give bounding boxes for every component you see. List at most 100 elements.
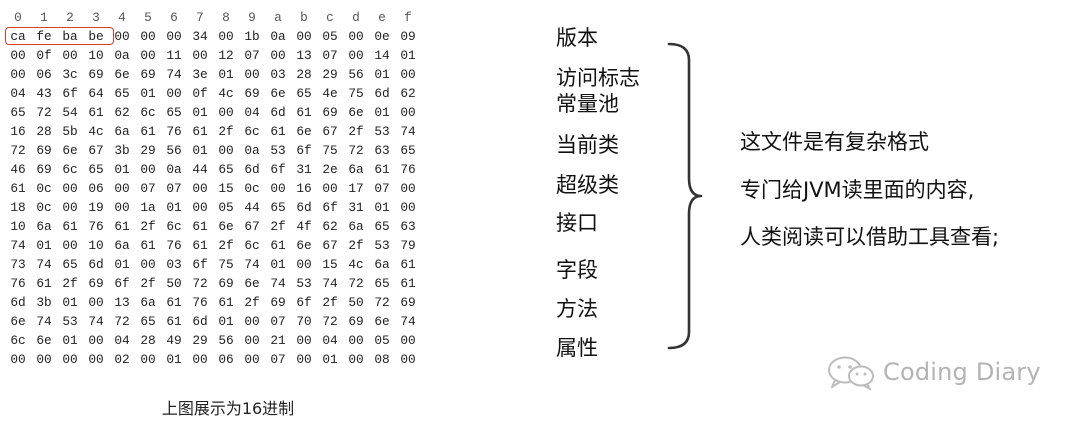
hex-byte: 69 [270, 295, 286, 310]
hex-byte: 74 [36, 314, 52, 329]
section-label-interfaces: 接口 [556, 211, 598, 235]
hex-byte: 74 [322, 276, 338, 291]
hex-byte: 00 [140, 352, 156, 367]
hex-byte: 65 [166, 105, 182, 120]
hex-column-header: e [378, 10, 386, 25]
hex-byte: 07 [140, 181, 156, 196]
hex-byte: 75 [322, 143, 338, 158]
hex-byte: 6e [374, 314, 390, 329]
hex-byte: 72 [114, 314, 130, 329]
hex-byte: 6d [244, 162, 260, 177]
hex-byte: 61 [62, 219, 78, 234]
hex-byte: 00 [400, 200, 416, 215]
hex-column-header: f [404, 10, 412, 25]
hex-byte: 05 [374, 333, 390, 348]
hex-byte: 00 [192, 352, 208, 367]
hex-byte: 67 [322, 238, 338, 253]
hex-byte: 6f [62, 86, 78, 101]
hex-byte: 34 [192, 29, 208, 44]
hex-byte: 6d [374, 86, 390, 101]
hex-byte: 01 [400, 48, 416, 63]
hex-byte: 06 [218, 352, 234, 367]
hex-byte: 0f [36, 48, 52, 63]
hex-byte: 04 [10, 86, 26, 101]
hex-byte: 6e [270, 86, 286, 101]
section-label-access-flags: 访问标志 [556, 66, 640, 90]
hex-byte: 74 [270, 276, 286, 291]
hex-byte: 01 [36, 238, 52, 253]
hex-byte: 3e [192, 67, 208, 82]
hex-byte: 07 [270, 314, 286, 329]
hex-byte: 6a [114, 124, 130, 139]
hex-column-header: 5 [144, 10, 152, 25]
hex-byte: 4c [348, 257, 364, 272]
hex-column-header: 0 [14, 10, 22, 25]
hex-byte: 69 [36, 162, 52, 177]
hex-byte: 76 [400, 162, 416, 177]
hex-byte: 31 [296, 162, 312, 177]
hex-byte: 6e [36, 333, 52, 348]
hex-byte: 6e [244, 276, 260, 291]
hex-byte: 00 [114, 200, 130, 215]
hex-byte: 07 [244, 48, 260, 63]
hex-byte: 74 [400, 314, 416, 329]
hex-byte: 00 [244, 352, 260, 367]
hex-byte: 2f [62, 276, 78, 291]
hex-byte: 01 [114, 162, 130, 177]
hex-byte: 01 [374, 200, 390, 215]
hex-byte: 00 [400, 67, 416, 82]
hex-byte: 00 [400, 105, 416, 120]
hex-byte: 69 [140, 67, 156, 82]
hex-byte: 6d [296, 200, 312, 215]
hex-byte: 00 [10, 67, 26, 82]
hex-byte: 6a [348, 162, 364, 177]
hex-byte: 00 [140, 257, 156, 272]
hex-byte: 14 [374, 48, 390, 63]
hex-byte: 29 [192, 333, 208, 348]
hex-byte: 00 [62, 238, 78, 253]
hex-byte: 10 [88, 238, 104, 253]
hex-byte: 00 [88, 352, 104, 367]
hex-byte: 56 [218, 333, 234, 348]
hex-byte: 00 [114, 181, 130, 196]
hex-byte: 01 [192, 143, 208, 158]
hex-byte: 6c [10, 333, 26, 348]
hex-byte: 65 [114, 86, 130, 101]
section-label-this-class: 当前类 [556, 133, 619, 157]
hex-byte: 72 [374, 295, 390, 310]
watermark: Coding Diary [825, 352, 1041, 392]
hex-byte: 64 [88, 86, 104, 101]
hex-byte: 76 [166, 124, 182, 139]
hex-byte: 06 [36, 67, 52, 82]
hex-byte: 65 [88, 162, 104, 177]
hex-byte: 00 [348, 352, 364, 367]
hex-byte: 44 [244, 200, 260, 215]
magic-number-highlight [5, 27, 114, 45]
hex-byte: fe [36, 29, 52, 44]
hex-byte: 00 [62, 48, 78, 63]
hex-byte: 2f [270, 219, 286, 234]
hex-byte: 4e [322, 86, 338, 101]
hex-byte: 29 [140, 143, 156, 158]
hex-byte: 69 [88, 67, 104, 82]
hex-byte: 00 [192, 200, 208, 215]
hex-byte: 01 [192, 105, 208, 120]
hex-byte: 50 [348, 295, 364, 310]
hex-byte: 01 [270, 257, 286, 272]
hex-byte: 72 [322, 314, 338, 329]
hex-byte: 43 [36, 86, 52, 101]
hex-byte: 07 [322, 48, 338, 63]
hex-byte: 65 [374, 276, 390, 291]
hex-byte: 62 [322, 219, 338, 234]
hex-byte: 54 [62, 105, 78, 120]
hex-column-header: d [352, 10, 360, 25]
hex-byte: 65 [218, 162, 234, 177]
hex-byte: 00 [140, 162, 156, 177]
hex-byte: 61 [140, 238, 156, 253]
